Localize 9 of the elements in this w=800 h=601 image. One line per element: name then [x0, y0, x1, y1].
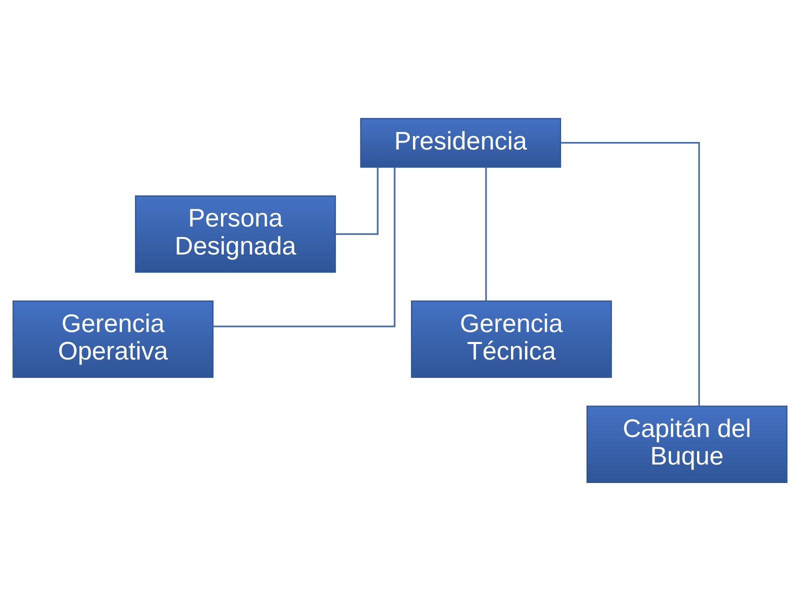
connector	[335, 167, 378, 235]
node-box: Gerencia Técnica	[410, 300, 612, 378]
node-box: Presidencia	[360, 118, 562, 168]
node-box: Capitán del Buque	[586, 406, 788, 483]
connector	[213, 167, 396, 328]
node-box: Gerencia Operativa	[12, 300, 214, 378]
connector	[485, 167, 487, 301]
node-box: Persona Designada	[134, 195, 336, 273]
connector	[560, 142, 700, 406]
